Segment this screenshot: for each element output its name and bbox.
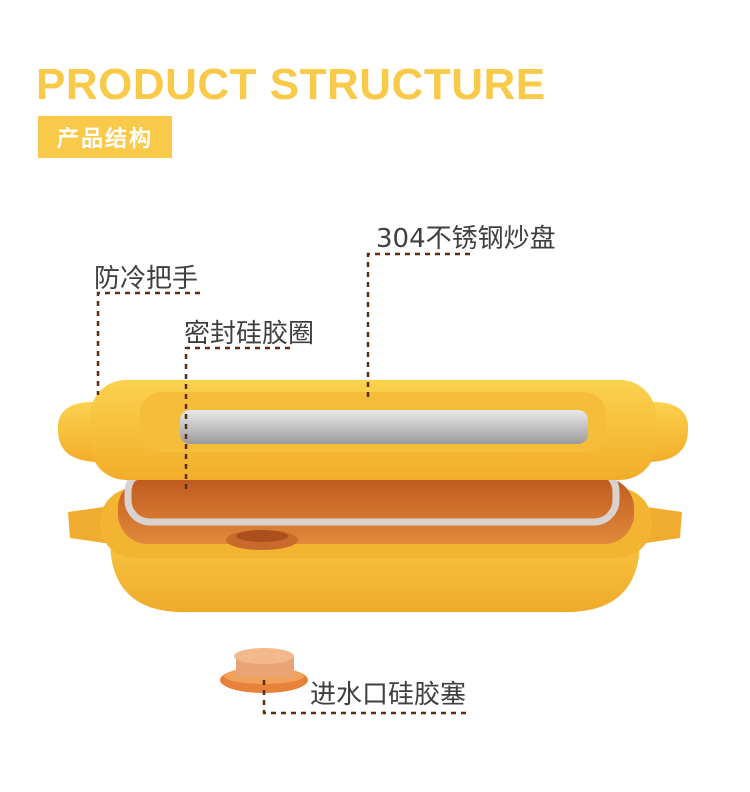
section-badge: 产品结构	[38, 116, 172, 158]
inlet-plug	[220, 648, 308, 693]
label-inlet-plug: 进水口硅胶塞	[310, 680, 467, 710]
seal-leader-line	[184, 346, 290, 490]
base-tray	[68, 478, 682, 613]
steel-leader-line	[366, 252, 470, 398]
leader-lines	[96, 252, 470, 715]
page-title: PRODUCT STRUCTURE	[36, 60, 546, 109]
steel-pan	[180, 410, 588, 444]
handle-leader-line	[96, 291, 200, 395]
label-handle: 防冷把手	[94, 264, 199, 294]
plug-leader-line	[262, 680, 470, 715]
label-seal-ring: 密封硅胶圈	[184, 319, 315, 349]
lid-frame	[57, 380, 689, 480]
label-steel-tray: 304不锈钢炒盘	[376, 224, 556, 254]
